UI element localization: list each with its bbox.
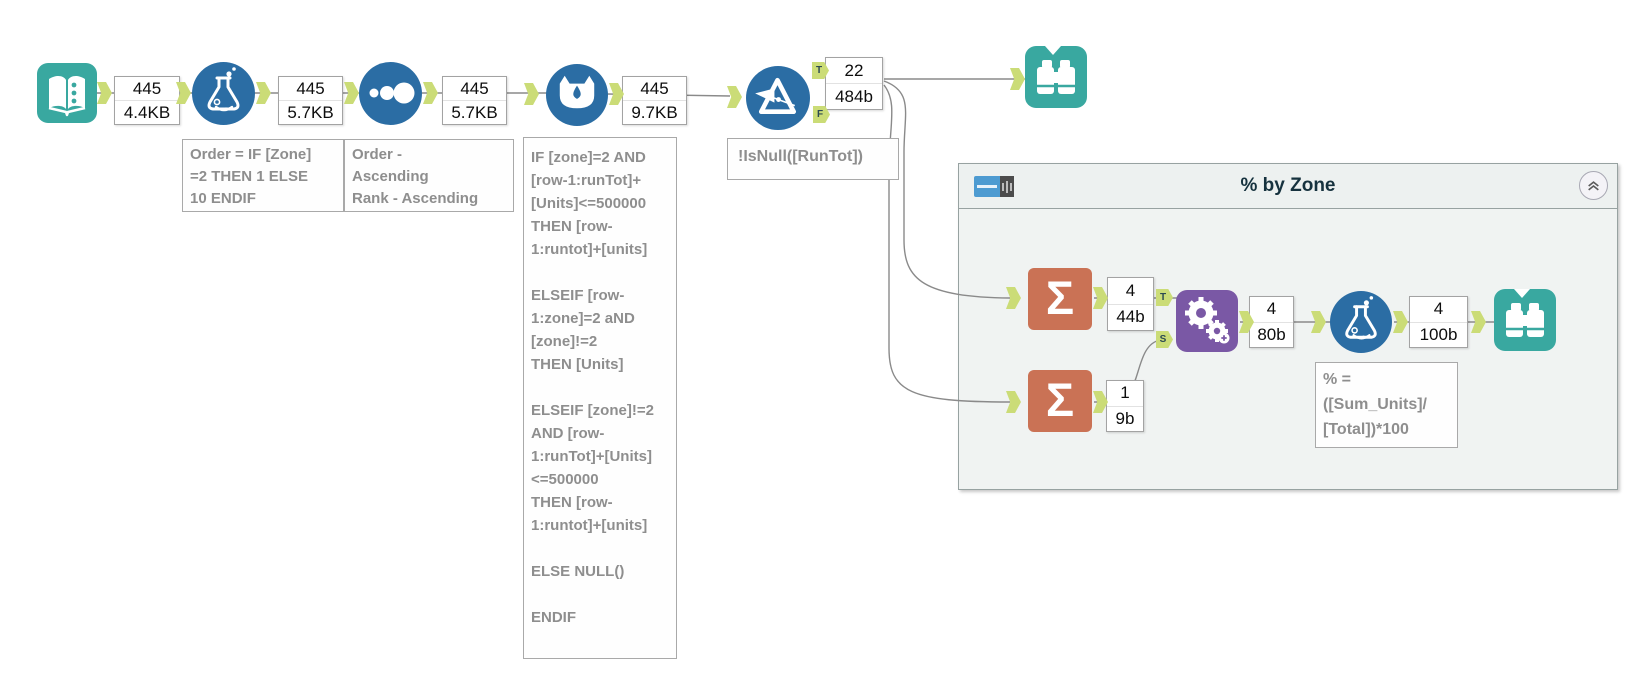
- record-count: 445: [623, 77, 686, 101]
- record-count: 445: [279, 77, 342, 101]
- record-count: 4: [1108, 278, 1153, 305]
- browse-tool[interactable]: [1025, 46, 1087, 108]
- record-size: 5.7KB: [451, 102, 498, 122]
- record-count: 445: [115, 77, 179, 101]
- record-count-badge-input[interactable]: 445 4.4KB: [114, 76, 180, 125]
- filter-tool[interactable]: [746, 66, 810, 130]
- gears-icon: [1185, 297, 1230, 344]
- record-count-badge-sum-total[interactable]: 1 9b: [1106, 380, 1144, 432]
- record-count-badge-multirow[interactable]: 445 9.7KB: [622, 76, 687, 125]
- output-anchor-formula[interactable]: [256, 82, 271, 104]
- record-count-badge-sort[interactable]: 445 5.7KB: [442, 76, 507, 125]
- record-size: 100b: [1419, 324, 1458, 344]
- filter-true-anchor[interactable]: T: [812, 62, 829, 79]
- summarize-total-tool[interactable]: Σ: [1028, 370, 1092, 432]
- container-title: % by Zone: [1240, 175, 1336, 196]
- record-count-badge-filter[interactable]: 22 484b: [825, 57, 883, 110]
- record-count-badge-formula-pct[interactable]: 4 100b: [1409, 296, 1468, 348]
- output-anchor-input[interactable]: [97, 82, 112, 104]
- record-count-badge-formula[interactable]: 445 5.7KB: [278, 76, 343, 125]
- tool-annotation-sort[interactable]: Order - Ascending Rank - Ascending: [344, 139, 514, 212]
- tool-annotation-formula[interactable]: Order = IF [Zone] =2 THEN 1 ELSE 10 ENDI…: [182, 139, 344, 212]
- record-count: 22: [826, 58, 882, 84]
- multi-row-formula-tool[interactable]: [546, 64, 608, 126]
- tool-annotation-percent[interactable]: % = ([Sum_Units]/ [Total])*100: [1315, 362, 1458, 448]
- binoculars-icon: [1037, 46, 1075, 94]
- input-anchor-formula-pct[interactable]: [1311, 311, 1326, 333]
- sigma-icon: Σ: [1045, 372, 1075, 426]
- output-anchor-append[interactable]: [1239, 311, 1254, 333]
- flask-icon: [1345, 296, 1377, 340]
- input-anchor-browse[interactable]: [1010, 68, 1025, 90]
- output-anchor-formula-pct[interactable]: [1393, 311, 1408, 333]
- output-anchor-multirow[interactable]: [609, 83, 624, 105]
- connection-wire[interactable]: [883, 84, 1011, 403]
- input-data-tool[interactable]: [37, 63, 97, 123]
- filter-funnel-icon: [755, 77, 797, 114]
- record-size: 9.7KB: [631, 102, 678, 122]
- record-size: 80b: [1257, 324, 1286, 344]
- record-size: 484b: [835, 86, 873, 106]
- container-dock-icon: [1000, 176, 1014, 197]
- container-collapse-button[interactable]: [1579, 171, 1608, 200]
- output-anchor-sort[interactable]: [423, 82, 438, 104]
- tool-annotation-multirow[interactable]: IF [zone]=2 AND [row-1:runTot]+ [Units]<…: [523, 137, 677, 659]
- droplet-basin-icon: [559, 75, 595, 109]
- sigma-icon: Σ: [1045, 270, 1075, 324]
- append-source-anchor[interactable]: S: [1156, 331, 1173, 348]
- output-anchor-summarize-total[interactable]: [1093, 391, 1108, 413]
- record-size: 4.4KB: [123, 102, 171, 122]
- append-target-anchor[interactable]: T: [1156, 289, 1173, 306]
- sort-tool[interactable]: [359, 62, 422, 125]
- container-icon: [974, 176, 1014, 197]
- input-anchor-summarize-total[interactable]: [1006, 391, 1021, 413]
- input-anchor-summarize-zone[interactable]: [1006, 287, 1021, 309]
- input-anchor-sort[interactable]: [344, 82, 359, 104]
- binoculars-icon: [1506, 289, 1544, 337]
- record-count: 445: [443, 77, 506, 101]
- container-header[interactable]: % by Zone: [959, 164, 1617, 209]
- filter-false-anchor[interactable]: F: [813, 106, 830, 123]
- chevron-up-icon: [1588, 180, 1599, 190]
- formula-percent-tool[interactable]: [1330, 291, 1392, 353]
- container-window-icon: [974, 176, 1000, 197]
- record-count: 4: [1250, 297, 1293, 323]
- browse-percent-tool[interactable]: [1494, 289, 1556, 351]
- connection-wire[interactable]: [883, 80, 1011, 299]
- book-icon: [48, 76, 86, 117]
- input-anchor-formula[interactable]: [176, 82, 191, 104]
- output-anchor-summarize-zone[interactable]: [1093, 287, 1108, 309]
- record-count: 1: [1107, 381, 1143, 407]
- flask-icon: [207, 67, 240, 112]
- record-count-badge-append[interactable]: 4 80b: [1249, 296, 1294, 348]
- formula-tool[interactable]: [192, 62, 255, 125]
- tool-annotation-filter[interactable]: !IsNull([RunTot]): [727, 138, 899, 180]
- record-size: 44b: [1116, 307, 1145, 327]
- input-anchor-browse-pct[interactable]: [1471, 311, 1486, 333]
- input-anchor-filter[interactable]: [727, 86, 742, 108]
- record-size: 9b: [1115, 408, 1135, 428]
- input-anchor-multirow[interactable]: [524, 83, 539, 105]
- append-fields-tool[interactable]: [1176, 290, 1238, 352]
- record-count: 4: [1410, 297, 1467, 323]
- sort-dots-icon: [369, 82, 415, 104]
- record-size: 5.7KB: [287, 102, 334, 122]
- record-count-badge-sum-zone[interactable]: 4 44b: [1107, 277, 1154, 331]
- summarize-zone-tool[interactable]: Σ: [1028, 268, 1092, 330]
